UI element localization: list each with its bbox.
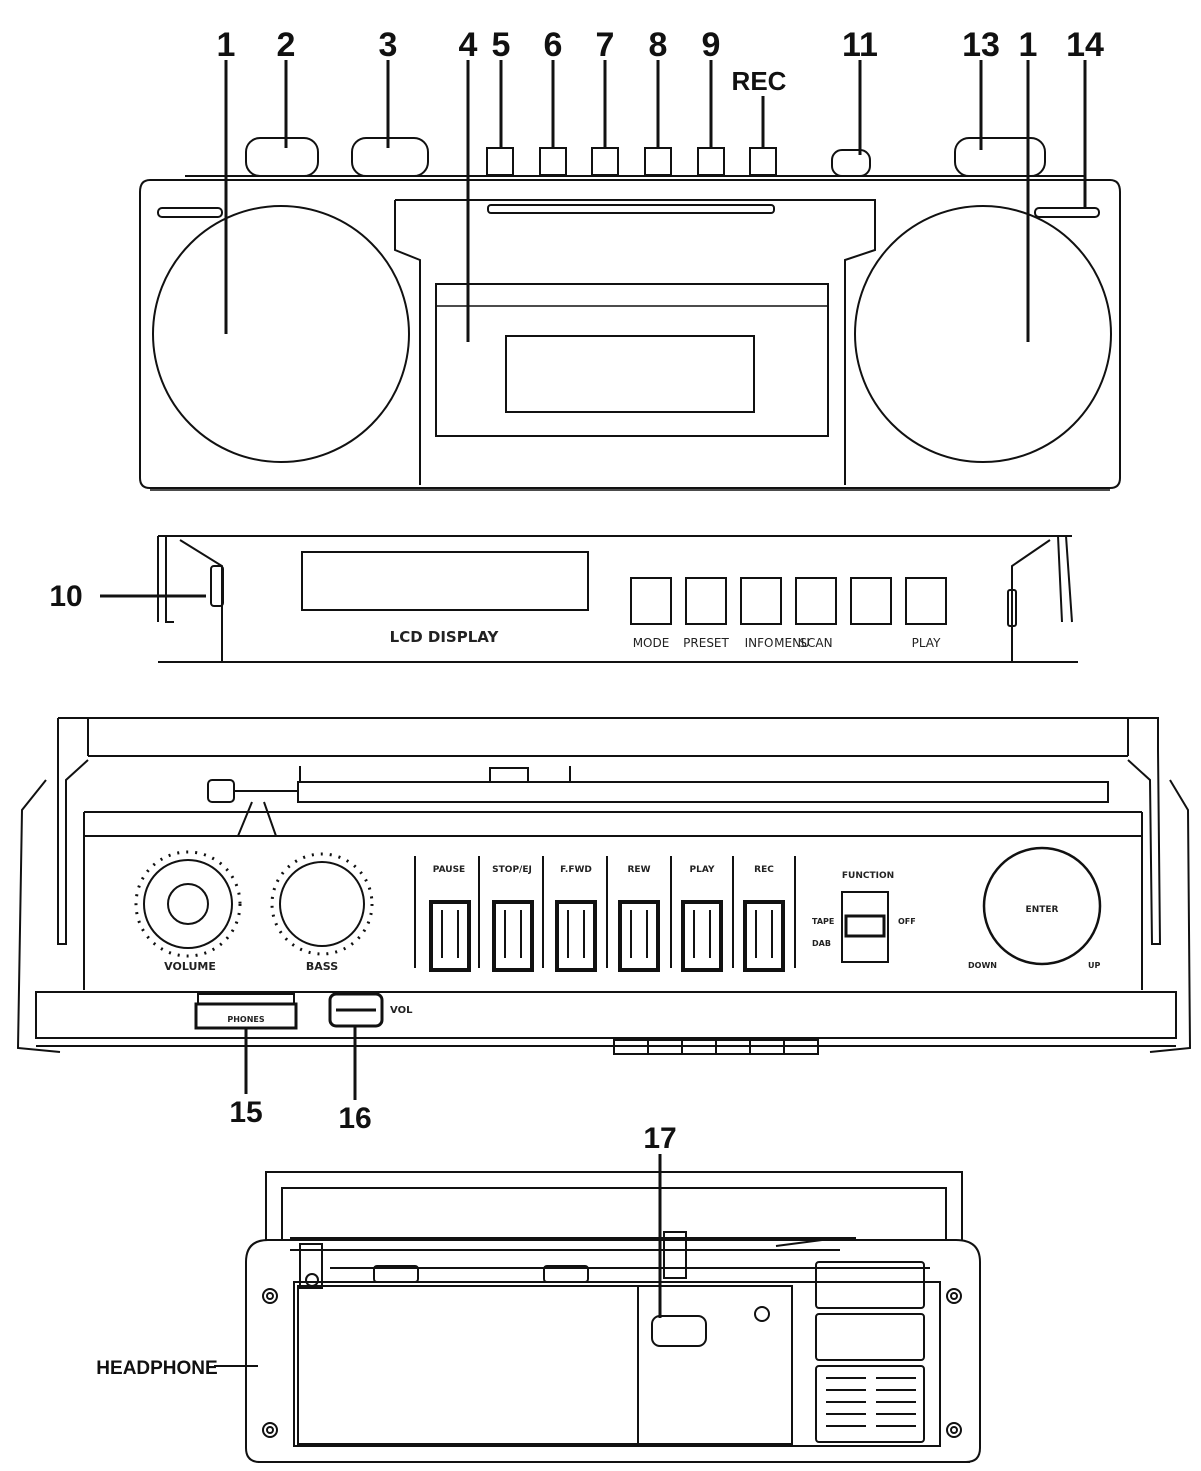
- bass-knob: [279, 861, 365, 947]
- enter-label: ENTER: [1026, 905, 1059, 915]
- back-socket-17: [651, 1315, 707, 1347]
- front-panel-view: [157, 535, 1078, 663]
- tape-key-ffwd: [555, 900, 597, 972]
- callout-11: 11: [842, 26, 878, 64]
- panel-button-mode: [630, 577, 672, 625]
- callout-10: 10: [49, 580, 82, 613]
- slot-right: [1034, 207, 1100, 218]
- top-button-9: [697, 147, 725, 176]
- callout-1-left: 1: [217, 26, 236, 64]
- bass-label: BASS: [306, 960, 338, 973]
- bass-scale: [270, 852, 374, 956]
- panel-button-scan: [850, 577, 892, 625]
- tape-key-rew: [618, 900, 660, 972]
- speaker-left: [152, 205, 410, 463]
- callout-4: 4: [459, 26, 478, 64]
- top-button-7: [591, 147, 619, 176]
- lcd-display-label: LCD DISPLAY: [390, 628, 500, 646]
- enter-dial: [982, 846, 1102, 966]
- lcd-display: [301, 551, 589, 611]
- panel-label-play: PLAY: [912, 636, 941, 650]
- knob-13: [954, 137, 1046, 177]
- tape-label-rec: REC: [754, 865, 774, 875]
- tape-label-ffwd: F.FWD: [560, 865, 592, 875]
- tape-label-stop-eject: STOP/EJ: [492, 865, 532, 875]
- volume-label: VOLUME: [164, 960, 216, 973]
- top-button-8: [644, 147, 672, 176]
- knob-11: [831, 149, 871, 177]
- tape-label-rew: REW: [627, 865, 650, 875]
- callout-1-right: 1: [1019, 26, 1038, 64]
- knob-3: [351, 137, 429, 177]
- headphone-label: HEADPHONE: [96, 1358, 217, 1379]
- panel-label-preset: PRESET: [683, 636, 729, 650]
- top-button-rec: [749, 147, 777, 176]
- antenna: [297, 781, 1109, 803]
- back-view: [245, 1171, 981, 1463]
- down-label: DOWN: [968, 961, 997, 970]
- top-panel-view: [16, 717, 1192, 1055]
- cd-slot: [487, 204, 775, 214]
- tape-label-pause: PAUSE: [433, 865, 465, 875]
- panel-button-menu: [795, 577, 837, 625]
- callout-3: 3: [379, 26, 398, 64]
- function-switch: [841, 891, 889, 963]
- function-label: FUNCTION: [842, 871, 894, 881]
- top-button-6: [539, 147, 567, 176]
- tape-key-pause: [429, 900, 471, 972]
- back-leaders: [214, 1154, 662, 1367]
- slot-left: [157, 207, 223, 218]
- callout-5: 5: [492, 26, 511, 64]
- top-button-5: [486, 147, 514, 176]
- callout-2: 2: [277, 26, 296, 64]
- speaker-right: [854, 205, 1112, 463]
- battery-cover: [297, 1285, 793, 1445]
- panel-button-preset: [685, 577, 727, 625]
- front-leaders: [224, 60, 1087, 342]
- front-body: [139, 179, 1121, 489]
- switch-tape-label: TAPE: [812, 917, 834, 926]
- up-label: UP: [1088, 961, 1100, 970]
- back-panel-upper: [815, 1261, 925, 1309]
- callout-17: 17: [643, 1122, 676, 1155]
- panel-label-mode: MODE: [633, 636, 670, 650]
- volume-knob: [143, 859, 233, 949]
- front-view: [139, 137, 1121, 491]
- vol-jack-label: VOL: [390, 1005, 413, 1016]
- panel-label-menu: MENU: [774, 636, 810, 650]
- tape-label-play: PLAY: [690, 865, 715, 875]
- callout-14: 14: [1066, 26, 1104, 64]
- front-callouts: 1 2 3 4 5 6 7 8 9 REC 11 13 1 14: [217, 26, 1104, 96]
- back-vent: [815, 1365, 925, 1443]
- switch-dab-label: DAB: [812, 939, 831, 948]
- volume-scale: [134, 850, 242, 958]
- switch-off-label: OFF: [898, 917, 916, 926]
- tape-key-stop-eject: [492, 900, 534, 972]
- panel-button-info: [740, 577, 782, 625]
- panel-button-play: [905, 577, 947, 625]
- cassette-door: [435, 283, 829, 437]
- phones-label: PHONES: [227, 1015, 265, 1024]
- panel-label-info: INFO: [745, 636, 774, 650]
- top-panel-leaders: [244, 1026, 357, 1100]
- callout-7: 7: [596, 26, 615, 64]
- callout-9: 9: [702, 26, 721, 64]
- callout-6: 6: [544, 26, 563, 64]
- cassette-window: [505, 335, 755, 413]
- callout-13: 13: [962, 26, 1000, 64]
- knob-2: [245, 137, 319, 177]
- tape-key-play: [681, 900, 723, 972]
- top-panel-text: VOLUME BASS PAUSE STOP/EJ F.FWD REW PLAY…: [164, 865, 1100, 1024]
- callout-15: 15: [229, 1096, 262, 1129]
- panel-label-scan: SCAN: [799, 636, 832, 650]
- back-panel-middle: [815, 1313, 925, 1361]
- tape-key-rec: [743, 900, 785, 972]
- callout-16: 16: [338, 1102, 371, 1135]
- callout-rec: REC: [732, 66, 787, 96]
- callout-8: 8: [649, 26, 668, 64]
